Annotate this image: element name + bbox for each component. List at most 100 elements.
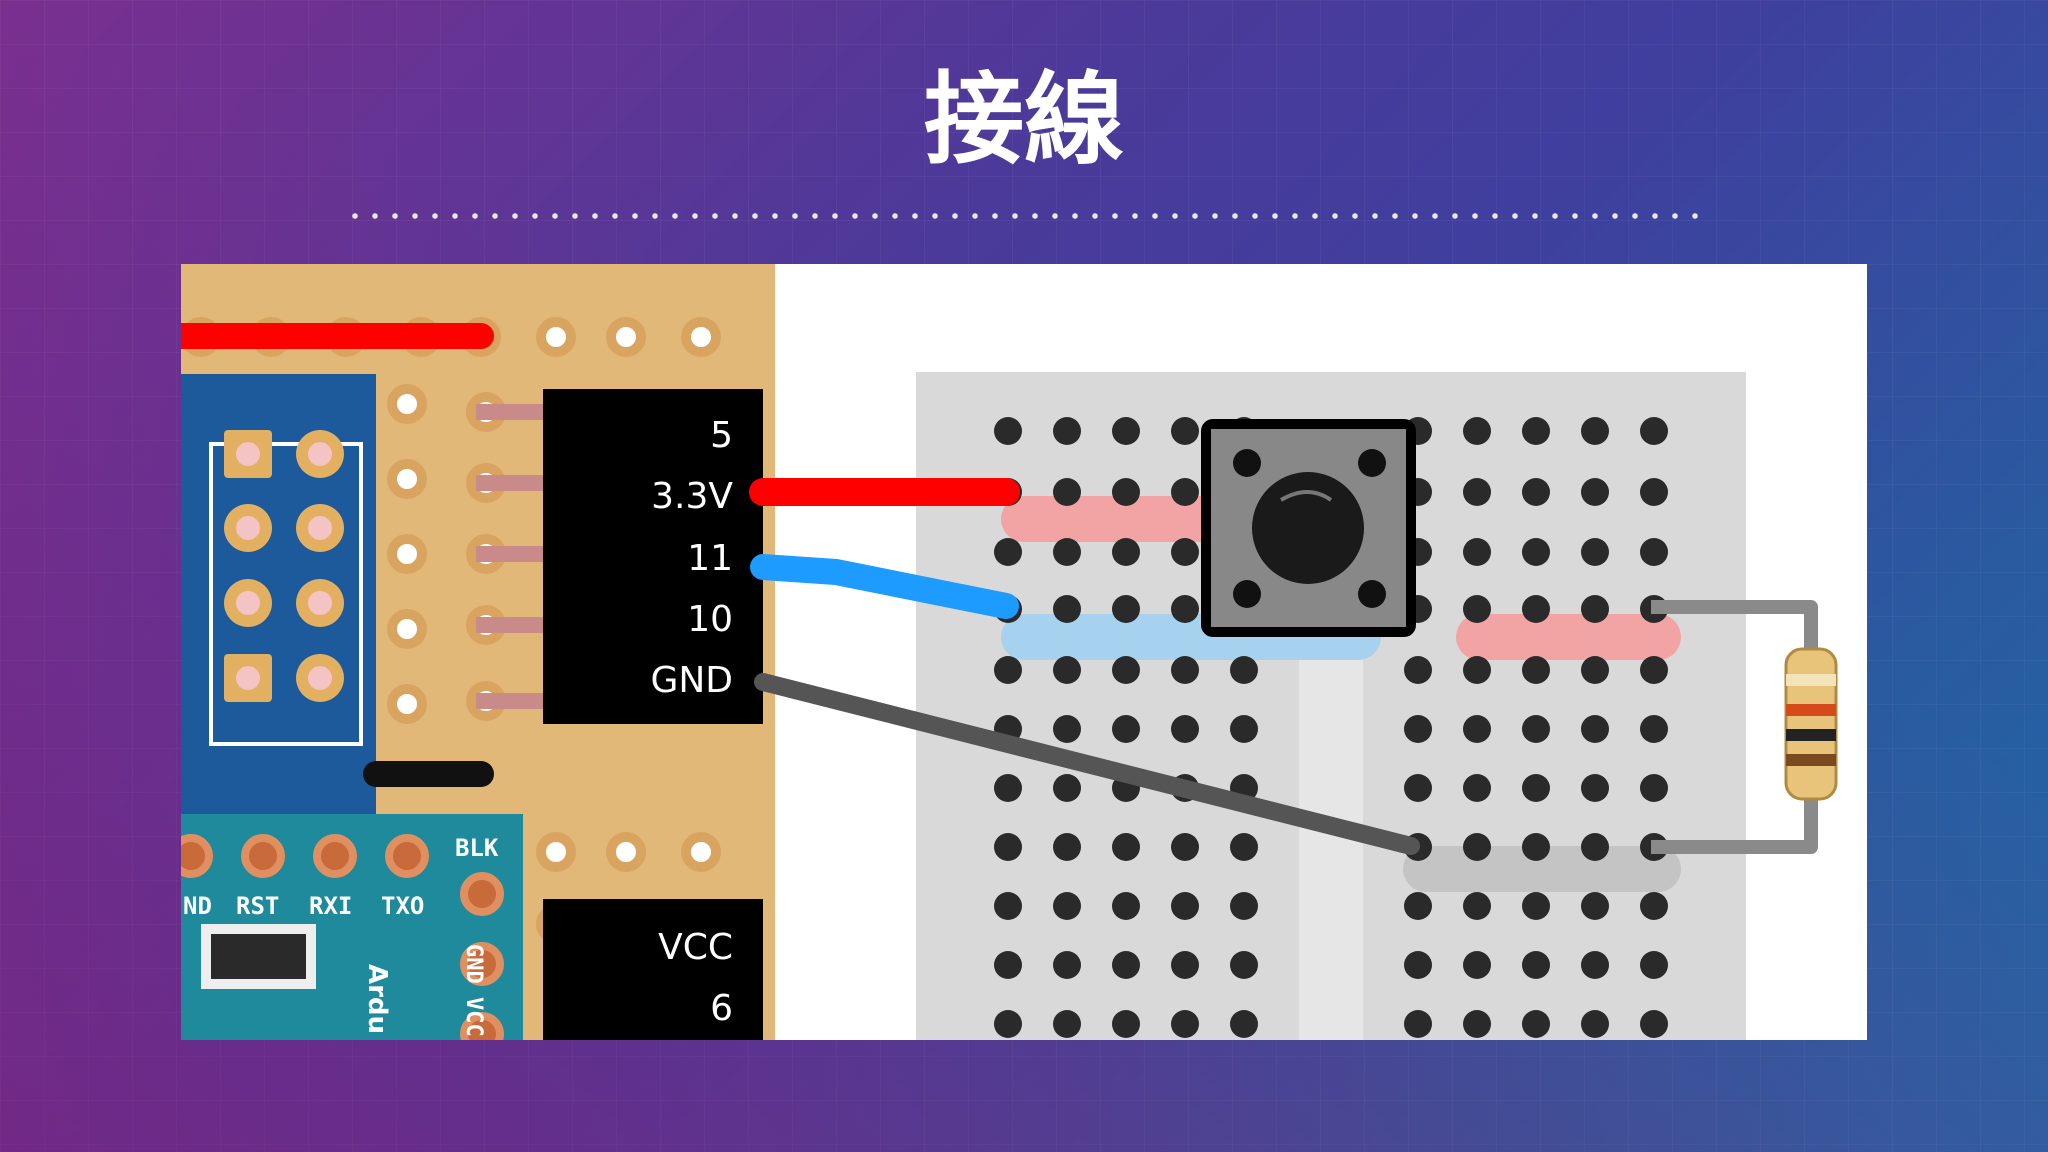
breadboard-hole xyxy=(1112,595,1140,623)
breadboard-hole xyxy=(1053,417,1081,445)
breadboard-hole xyxy=(1171,951,1199,979)
button-screw-bl xyxy=(1233,580,1261,608)
breadboard-hole xyxy=(1581,833,1609,861)
breadboard-hole xyxy=(1112,715,1140,743)
breadboard-hole xyxy=(1171,595,1199,623)
breadboard-hole xyxy=(994,833,1022,861)
breadboard-hole xyxy=(1404,951,1432,979)
wiring-diagram-svg: 5 3.3V 11 10 GND VCC 6 ND RST RXI TXO BL… xyxy=(181,264,1838,1040)
pin-leg xyxy=(476,475,546,491)
protoboard-hole xyxy=(536,317,576,357)
breadboard-hole xyxy=(1053,595,1081,623)
breadboard-hole xyxy=(1463,656,1491,684)
pin-leg xyxy=(476,693,546,709)
breadboard-hole xyxy=(1640,656,1668,684)
breadboard-hole xyxy=(1112,892,1140,920)
breadboard-hole xyxy=(1171,478,1199,506)
breadboard-hole xyxy=(1053,833,1081,861)
breadboard-hole xyxy=(1640,774,1668,802)
breadboard-hole xyxy=(994,538,1022,566)
breadboard-hole xyxy=(1581,538,1609,566)
breadboard-hole xyxy=(1171,538,1199,566)
header-pin-hole xyxy=(236,591,260,615)
breadboard-hole xyxy=(1522,1010,1550,1038)
breadboard-hole xyxy=(1230,951,1258,979)
breadboard-hole xyxy=(1230,892,1258,920)
breadboard-hole xyxy=(1112,538,1140,566)
header-pin-hole xyxy=(236,442,260,466)
breadboard-hole xyxy=(1053,538,1081,566)
push-button xyxy=(1201,419,1416,637)
header-outline xyxy=(209,442,363,746)
pin-legs xyxy=(466,392,546,721)
resistor-lead-top xyxy=(1651,600,1818,649)
board-label-blk: BLK xyxy=(455,834,499,862)
header-pins xyxy=(224,430,344,702)
board-label-nd: ND xyxy=(183,892,212,920)
chip-label: GND VCC xyxy=(461,944,486,1037)
pin-label-5: 5 xyxy=(710,415,733,456)
breadboard-hole xyxy=(1112,656,1140,684)
protoboard-hole xyxy=(387,459,427,499)
header-pin-hole xyxy=(308,591,332,615)
protoboard-hole xyxy=(681,317,721,357)
arduino-pad xyxy=(460,1012,504,1040)
breadboard-hole xyxy=(1522,656,1550,684)
breadboard-hole xyxy=(1171,892,1199,920)
breadboard-hole xyxy=(1230,715,1258,743)
breadboard-hole xyxy=(1522,595,1550,623)
breadboard-hole xyxy=(1112,478,1140,506)
breadboard-hole xyxy=(994,892,1022,920)
breadboard-hole xyxy=(1522,774,1550,802)
pin-label-vcc: VCC xyxy=(658,927,733,968)
breadboard-hole xyxy=(1463,1010,1491,1038)
breadboard-hole xyxy=(1171,656,1199,684)
protoboard-hole xyxy=(387,609,427,649)
breadboard-hole xyxy=(1053,1010,1081,1038)
breadboard-hole xyxy=(1230,656,1258,684)
breadboard-hole xyxy=(1463,892,1491,920)
breadboard-hole xyxy=(994,656,1022,684)
header-pin-hole xyxy=(308,516,332,540)
pin-leg xyxy=(476,404,546,420)
pin-label-6: 6 xyxy=(710,988,733,1029)
arduino-pads xyxy=(181,834,504,1040)
protoboard-hole xyxy=(387,384,427,424)
breadboard-hole xyxy=(1581,774,1609,802)
pin-label-10: 10 xyxy=(687,599,733,640)
breadboard-hole xyxy=(1640,951,1668,979)
chip-body xyxy=(211,934,306,979)
breadboard-hole xyxy=(1640,715,1668,743)
breadboard-hole xyxy=(1640,1010,1668,1038)
button-screw-br xyxy=(1358,580,1386,608)
dotted-divider xyxy=(345,213,1705,219)
breadboard-hole xyxy=(1171,715,1199,743)
pin-label-block-lower xyxy=(543,899,763,1040)
pin-label-block xyxy=(543,389,763,724)
arduino-pad xyxy=(241,834,285,878)
breadboard-hole xyxy=(1581,951,1609,979)
breadboard-hole xyxy=(1640,538,1668,566)
breadboard-hole xyxy=(1522,892,1550,920)
breadboard-hole xyxy=(1112,951,1140,979)
breadboard-hole xyxy=(1581,656,1609,684)
breadboard-hole xyxy=(1522,951,1550,979)
protoboard-hole xyxy=(387,534,427,574)
button-screw-tr xyxy=(1358,449,1386,477)
breadboard-hole xyxy=(1522,417,1550,445)
breadboard-hole xyxy=(994,774,1022,802)
breadboard-hole xyxy=(1640,417,1668,445)
breadboard-hole xyxy=(1053,715,1081,743)
arduino-pad xyxy=(385,834,429,878)
breadboard-hole xyxy=(1171,417,1199,445)
breadboard-hole xyxy=(1463,478,1491,506)
button-cap xyxy=(1252,472,1364,584)
header-pin-hole xyxy=(308,666,332,690)
row-highlight-resistor xyxy=(1456,614,1681,660)
breadboard-hole xyxy=(1112,1010,1140,1038)
breadboard-hole xyxy=(1404,715,1432,743)
breadboard-hole xyxy=(1581,478,1609,506)
breadboard-hole xyxy=(1404,656,1432,684)
breadboard-hole xyxy=(1053,774,1081,802)
breadboard-hole xyxy=(1581,1010,1609,1038)
